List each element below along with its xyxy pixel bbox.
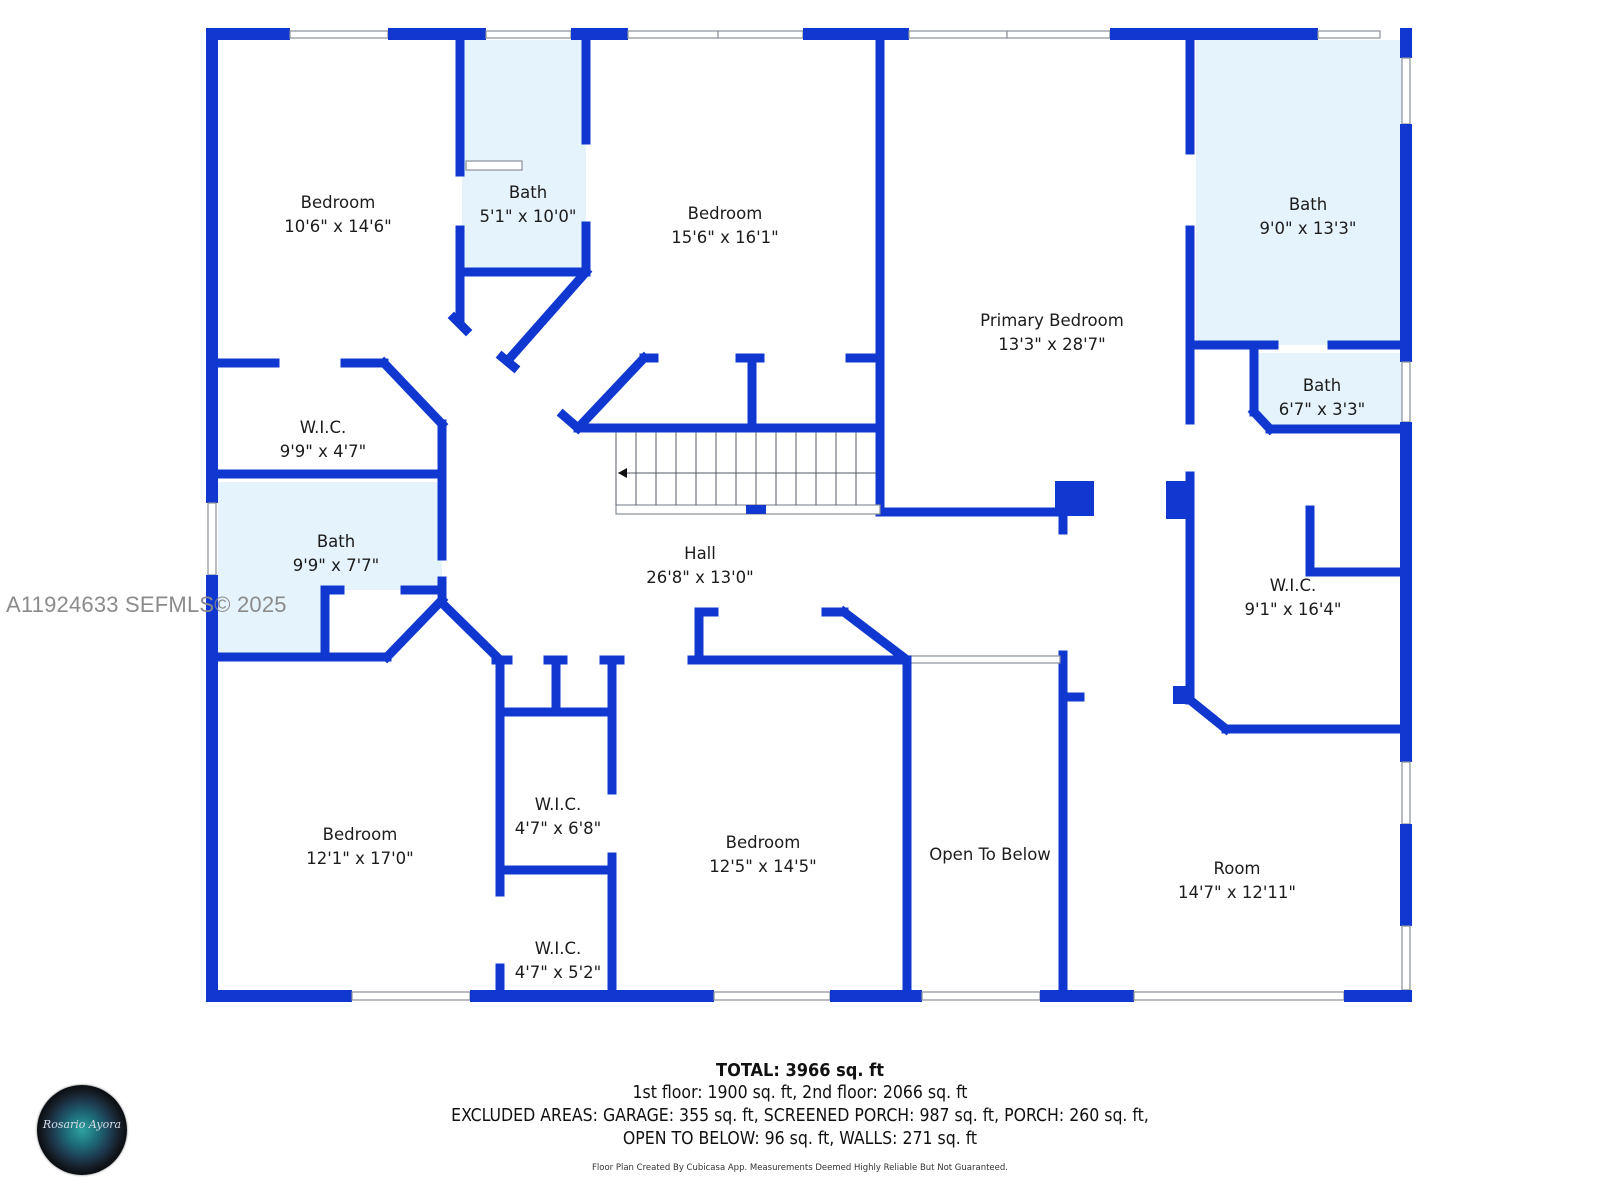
- room-name: Hall: [684, 544, 716, 563]
- total-area: TOTAL: 3966 sq. ft: [716, 1060, 884, 1081]
- room-dims: 9'0" x 13'3": [1260, 219, 1357, 238]
- mls-watermark: A11924633 SEFMLS© 2025: [6, 592, 287, 617]
- room-name: Bath: [1303, 376, 1341, 395]
- room-labels: Bedroom 10'6" x 14'6" Bath 5'1" x 10'0" …: [280, 183, 1366, 982]
- bath-small-fill: [1254, 353, 1406, 427]
- room-dims: 9'1" x 16'4": [1245, 600, 1342, 619]
- excluded-areas: EXCLUDED AREAS: GARAGE: 355 sq. ft, SCRE…: [451, 1106, 1149, 1126]
- room-name: Bedroom: [688, 204, 763, 223]
- room-name: Primary Bedroom: [980, 311, 1124, 330]
- room-name: Bath: [1289, 195, 1327, 214]
- room-dims: 26'8" x 13'0": [646, 568, 754, 587]
- room-dims: 12'1" x 17'0": [306, 849, 414, 868]
- room-name: W.I.C.: [300, 418, 347, 437]
- room-dims: 6'7" x 3'3": [1279, 400, 1366, 419]
- room-name: W.I.C.: [535, 939, 582, 958]
- excluded-areas-cont: OPEN TO BELOW: 96 sq. ft, WALLS: 271 sq.…: [622, 1129, 978, 1149]
- bath-primary-fill: [1196, 40, 1406, 345]
- room-dims: 15'6" x 16'1": [671, 228, 779, 247]
- stair-direction-arrow-icon: [618, 468, 627, 478]
- room-dims: 9'9" x 4'7": [280, 442, 367, 461]
- staircase: [615, 432, 881, 515]
- interior-walls: [213, 35, 1411, 1000]
- room-dims: 9'9" x 7'7": [293, 556, 380, 575]
- room-dims: 12'5" x 14'5": [709, 857, 817, 876]
- room-name: W.I.C.: [1270, 576, 1317, 595]
- room-name: Bath: [317, 532, 355, 551]
- room-dims: 14'7" x 12'11": [1178, 883, 1296, 902]
- room-name: Bedroom: [323, 825, 398, 844]
- room-name: Bath: [509, 183, 547, 202]
- bath-w-fill: [218, 482, 442, 657]
- room-dims: 10'6" x 14'6": [284, 217, 392, 236]
- room-name: Bedroom: [726, 833, 801, 852]
- room-dims: 13'3" x 28'7": [998, 335, 1106, 354]
- room-dims: 4'7" x 5'2": [515, 963, 602, 982]
- floor-areas: 1st floor: 1900 sq. ft, 2nd floor: 2066 …: [632, 1083, 968, 1103]
- logo-script-text: Rosario Ayora: [42, 1118, 122, 1131]
- room-name: Bedroom: [301, 193, 376, 212]
- room-name: Open To Below: [929, 845, 1051, 864]
- room-dims: 4'7" x 6'8": [515, 819, 602, 838]
- room-name: W.I.C.: [535, 795, 582, 814]
- disclaimer: Floor Plan Created By Cubicasa App. Meas…: [592, 1163, 1008, 1173]
- photographer-logo-icon: [37, 1085, 127, 1175]
- room-name: Room: [1214, 859, 1261, 878]
- room-dims: 5'1" x 10'0": [480, 207, 577, 226]
- bath-n-fill: [462, 40, 586, 272]
